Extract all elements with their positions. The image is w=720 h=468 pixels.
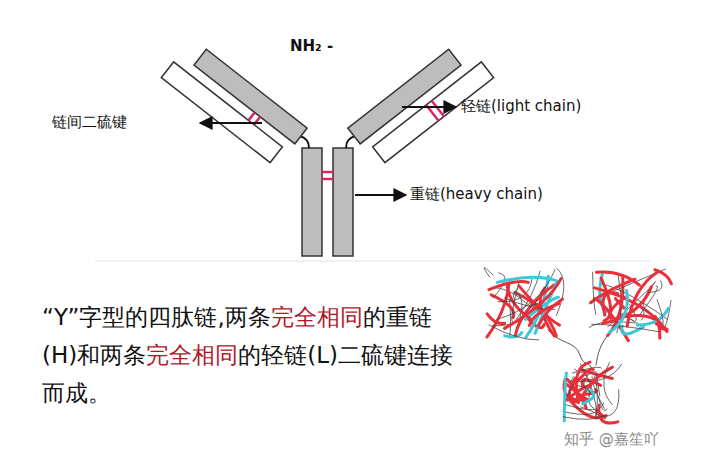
ribbon-strand [592,324,659,331]
hinge-line [300,136,309,148]
caption-segment: 完全相同 [271,304,363,330]
part-label: 轻链(light chain) [461,97,581,116]
separator-line [95,261,650,262]
part-label: 链间二硫键 [52,113,127,132]
leader-arrow [402,106,456,108]
ribbon-strand [603,293,618,315]
ribbon-strand [656,324,667,330]
ribbon-strand [599,390,619,417]
heavy-chain-stem [302,148,322,256]
ribbon-strand [489,325,539,340]
ribbon-strand [497,277,559,282]
ribbon-strand [505,279,562,329]
leader-arrow [200,122,262,124]
light-chain [161,62,282,163]
ribbon-strand [563,407,600,414]
caption-segment: 完全相同 [146,342,238,368]
heavy-chain-stem [333,148,353,256]
ribbon-strand [563,415,605,419]
disulfide-bond [322,178,333,181]
ribbon-strand [593,272,596,314]
ribbon-strand [512,282,520,322]
leader-arrow [355,194,406,196]
caption-text: “Y”字型的四肽链,两条完全相同的重链(H)和两条完全相同的轻链(L)二硫键连接… [42,298,462,412]
terminus-label: NH₂ - [290,37,333,55]
ribbon-strand [575,369,593,384]
ribbon-strand [609,291,627,333]
hinge-line [346,136,355,148]
ribbon-strand [583,390,594,404]
ribbon-strand [615,298,624,308]
left-arm [161,38,307,167]
caption-segment: “Y”字型的四肽链,两条 [42,304,271,330]
disulfide-bond [322,171,333,174]
ribbon-strand [484,267,493,277]
disulfide-bond [248,112,254,120]
ribbon-strand [627,272,657,326]
ribbon-strand [487,314,505,324]
ribbon-strand [648,281,662,293]
ribbon-strand [599,405,618,423]
ribbon-strand [556,269,564,316]
watermark: 知乎 @嘉笙吖 [562,430,661,449]
ribbon-strand [604,363,612,405]
ribbon-strand [489,281,528,289]
disulfide-bond [432,101,444,117]
part-label: 重链(heavy chain) [410,185,543,204]
